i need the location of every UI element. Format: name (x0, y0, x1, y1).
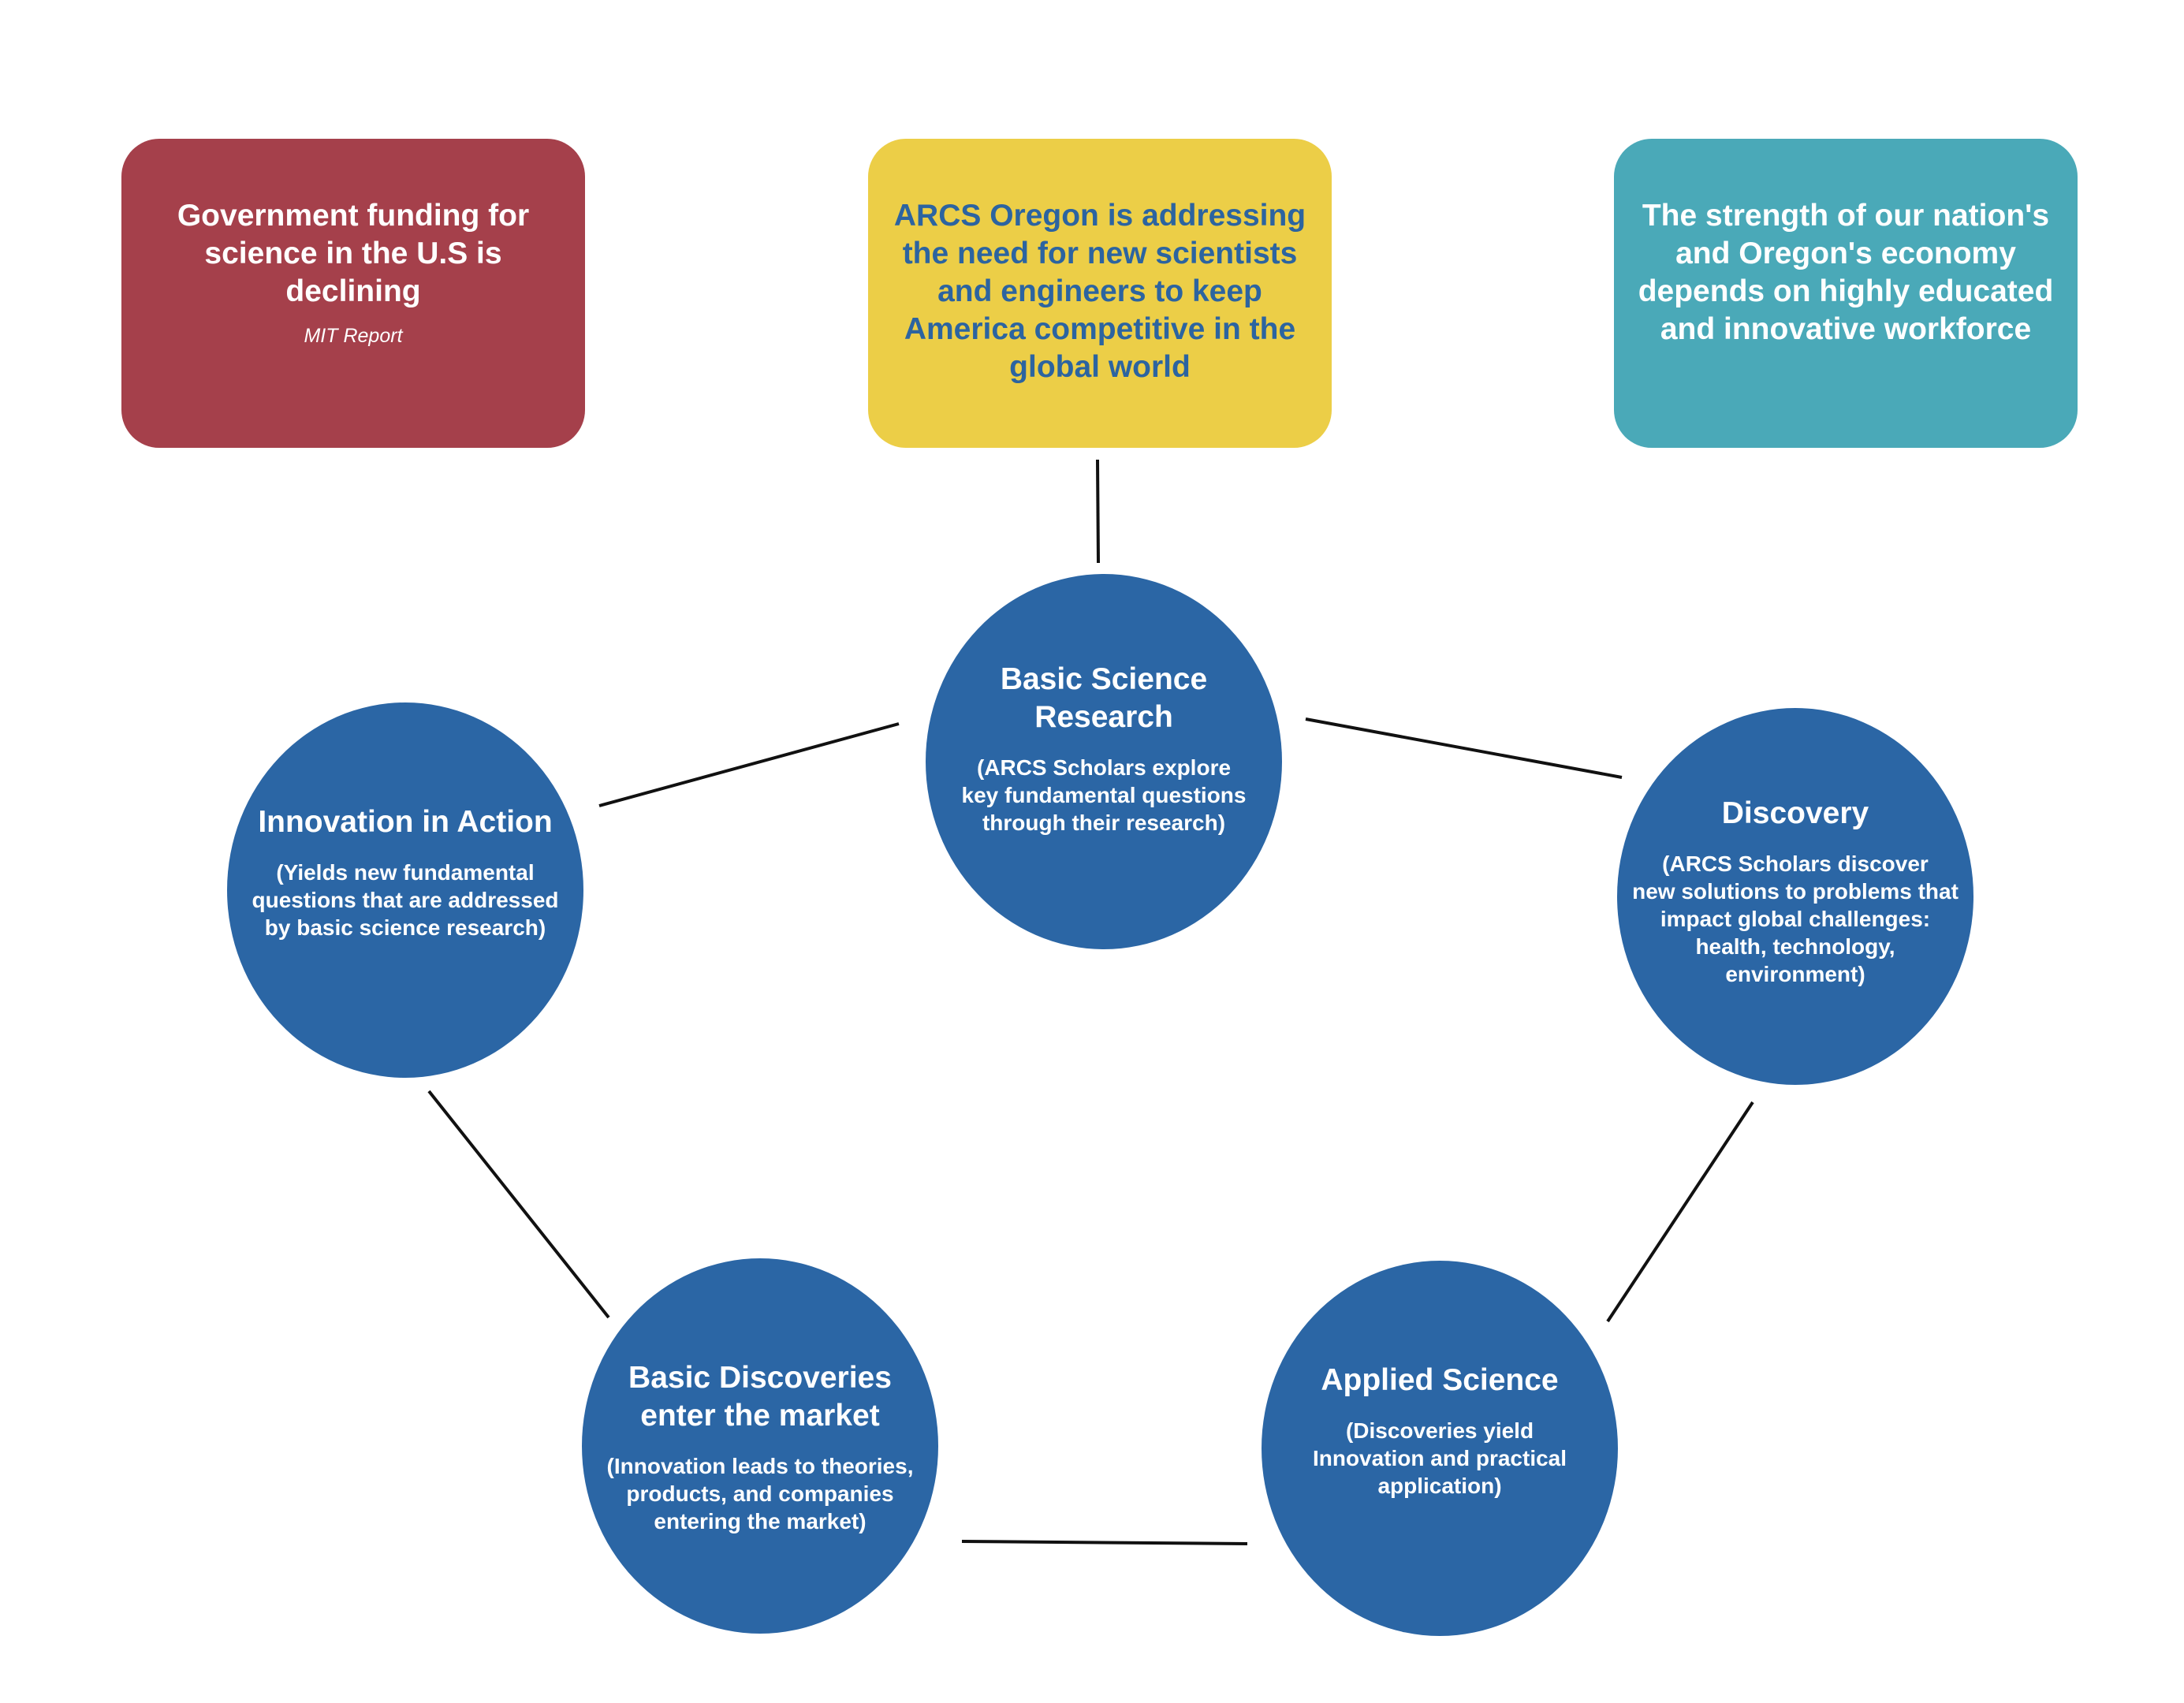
node-description: (ARCS Scholars explore key fundamental q… (961, 755, 1247, 835)
economy-box: The strength of our nation's and Oregon'… (1614, 139, 2078, 448)
node-description: (Yields new fundamental questions that a… (252, 860, 559, 940)
connector-innovation-to-basic-science (598, 722, 900, 807)
node-discovery: Discovery (ARCS Scholars discover new so… (1617, 708, 1973, 1085)
connector-basic-science-to-discovery (1305, 717, 1623, 779)
node-title: Discovery (1721, 796, 1869, 830)
funding-text: Government funding for science in the U.… (177, 199, 530, 308)
node-description: (Innovation leads to theories, products,… (606, 1454, 914, 1533)
funding-box: Government funding for science in the U.… (121, 139, 585, 448)
node-applied-science: Applied Science (Discoveries yield Innov… (1262, 1261, 1618, 1636)
economy-text: The strength of our nation's and Oregon'… (1638, 199, 2054, 346)
connector-applied-to-basic-discoveries (961, 1540, 1248, 1545)
node-basic-discoveries: Basic Discoveries enter the market (Inno… (582, 1258, 938, 1634)
node-title: Innovation in Action (258, 805, 553, 839)
arcs-box: ARCS Oregon is addressing the need for n… (868, 139, 1332, 448)
node-description: (ARCS Scholars discover new solutions to… (1632, 852, 1959, 986)
arcs-text: ARCS Oregon is addressing the need for n… (893, 199, 1306, 384)
node-basic-science-research: Basic Science Research (ARCS Scholars ex… (926, 574, 1282, 949)
node-title: Basic Discoveries enter the market (628, 1361, 892, 1433)
node-title: Basic Science Research (1000, 662, 1208, 734)
connector-discovery-to-applied (1606, 1101, 1754, 1323)
node-innovation-in-action: Innovation in Action (Yields new fundame… (227, 702, 583, 1078)
node-title: Applied Science (1321, 1363, 1559, 1397)
funding-source: MIT Report (304, 325, 403, 347)
node-description: (Discoveries yield Innovation and practi… (1312, 1418, 1567, 1498)
connector-basic-discoveries-to-innovation (427, 1090, 610, 1319)
